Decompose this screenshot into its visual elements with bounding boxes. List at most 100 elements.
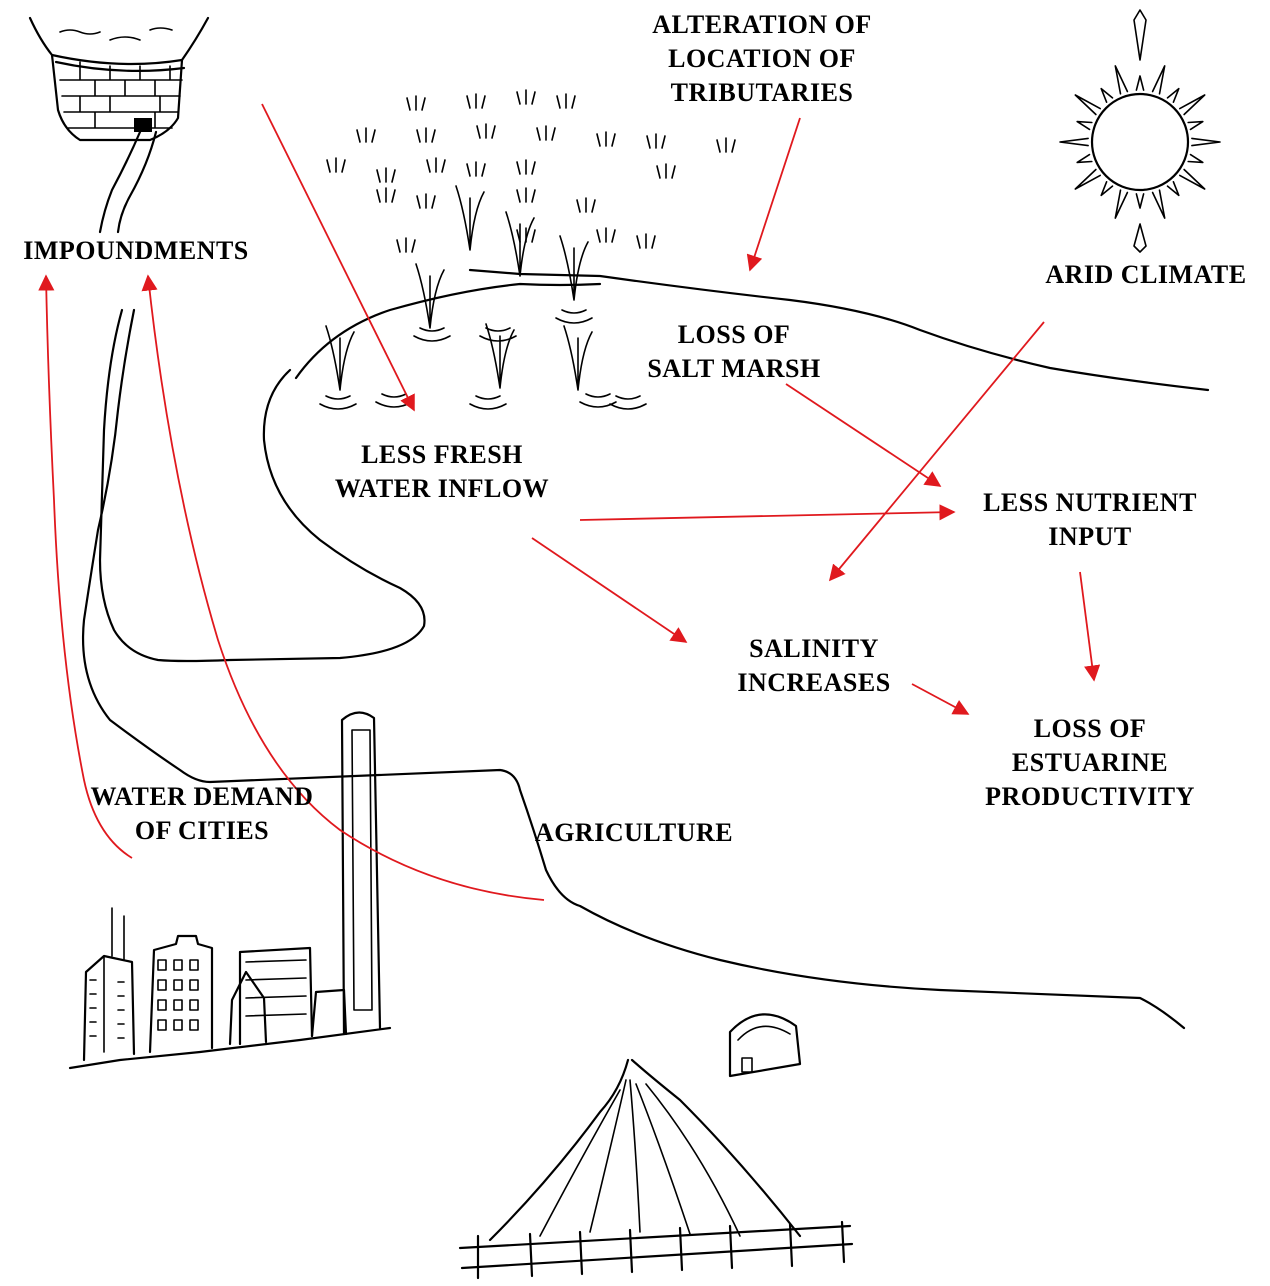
grass-tuft [596, 131, 616, 147]
sun-ray [1059, 137, 1089, 147]
window [189, 959, 199, 971]
salt-marsh-icon [294, 89, 736, 410]
label-line: LOCATION OF [668, 44, 856, 73]
window-row [245, 995, 307, 999]
arrow-nutrient-to-productivity [1079, 571, 1101, 682]
arrow-freshwater-to-salinity [531, 537, 688, 643]
sun-ray [1179, 94, 1206, 116]
grass-tuft [416, 193, 436, 209]
sun-ray [1179, 168, 1206, 190]
grass-tuft [536, 125, 556, 141]
window [157, 999, 167, 1011]
label-line: AGRICULTURE [534, 818, 734, 847]
marsh-plant [505, 211, 535, 277]
label-line: TRIBUTARIES [670, 78, 854, 107]
city-skyline-icon [68, 711, 392, 1070]
marsh-plant [559, 235, 589, 301]
water-ripple [555, 309, 593, 324]
grass-tuft [596, 227, 616, 243]
grass-tuft [516, 89, 536, 105]
grass-tuft [466, 161, 486, 177]
grass-tuft [326, 157, 346, 173]
grass-tuft [516, 159, 536, 175]
label-line: IMPOUNDMENTS [23, 236, 249, 265]
grass-tuft [396, 237, 416, 253]
window [173, 999, 183, 1011]
window-row [245, 977, 307, 981]
window [173, 959, 183, 971]
label-salinity-increases: SALINITY INCREASES [714, 632, 914, 700]
water-ripple [319, 395, 357, 410]
sun-ray [1074, 168, 1101, 190]
grass-tuft [426, 157, 446, 173]
window [157, 1019, 167, 1031]
sun-ray [1074, 94, 1101, 116]
label-line: WATER DEMAND [90, 782, 314, 811]
sun-ray [1191, 137, 1221, 147]
sun-ray [1166, 181, 1180, 197]
window [89, 1021, 125, 1025]
water-ripple [469, 395, 507, 410]
grass-tuft [406, 95, 426, 111]
window-row [245, 959, 307, 963]
causal-arrows [38, 103, 1101, 901]
grass-tuft [376, 187, 396, 203]
window-row [245, 1013, 307, 1017]
label-line: SALINITY [749, 634, 879, 663]
window [89, 1035, 125, 1039]
arrow-tributaries-to-marsh [746, 117, 801, 272]
grass-tuft [556, 93, 576, 109]
arrow-agriculture-to-impoundments [141, 274, 545, 901]
label-line: ESTUARINE [1011, 748, 1169, 777]
label-line: LOSS OF [1033, 714, 1147, 743]
window [189, 979, 199, 991]
label-line: ARID CLIMATE [1045, 260, 1247, 289]
arrow-impoundments-to-freshwater [261, 103, 415, 412]
label-line: SALT MARSH [647, 354, 821, 383]
window [89, 979, 125, 983]
label-water-demand-of-cities: WATER DEMAND OF CITIES [62, 780, 342, 848]
sun-ray [1187, 153, 1204, 164]
sun-ray [1076, 120, 1093, 131]
marsh-plant [415, 263, 445, 329]
window [189, 999, 199, 1011]
grass-tuft [576, 197, 596, 213]
sun-ray [1100, 87, 1114, 103]
sun-icon [1059, 9, 1221, 253]
window [173, 979, 183, 991]
water-ripple [413, 327, 451, 342]
sun-ray [1076, 153, 1093, 164]
arrow-salinity-to-productivity [911, 683, 970, 715]
window [89, 993, 125, 997]
marsh-plant [325, 325, 355, 391]
window [173, 1019, 183, 1031]
arrow-freshwater-to-nutrient [579, 504, 956, 521]
arrow-saltmarsh-to-nutrient [785, 383, 942, 487]
label-line: PRODUCTIVITY [985, 782, 1195, 811]
farm-field-icon [458, 1058, 854, 1280]
grass-tuft [716, 137, 736, 153]
window [89, 1007, 125, 1011]
sun-ray [1114, 65, 1129, 95]
dam-reservoir-icon [28, 16, 210, 234]
label-line: INPUT [1048, 522, 1132, 551]
marsh-plant [563, 325, 593, 391]
coastline [81, 268, 1210, 1030]
sun-ray [1135, 75, 1145, 91]
marsh-plant [455, 185, 485, 251]
label-line: ALTERATION OF [652, 10, 872, 39]
grass-tuft [646, 133, 666, 149]
water-ripple [579, 393, 617, 408]
label-line: OF CITIES [134, 816, 270, 845]
arrow-arid-to-salinity [828, 321, 1045, 582]
label-arid-climate: ARID CLIMATE [1026, 258, 1266, 292]
label-loss-of-salt-marsh: LOSS OF SALT MARSH [624, 318, 844, 386]
barn-icon [728, 1013, 802, 1078]
label-line: WATER INFLOW [334, 474, 550, 503]
label-impoundments: IMPOUNDMENTS [6, 234, 266, 268]
water-ripple [479, 327, 517, 342]
water-ripple [609, 395, 647, 410]
grass-tuft [636, 233, 656, 249]
grass-tuft [656, 163, 676, 179]
grass-tuft [356, 127, 376, 143]
